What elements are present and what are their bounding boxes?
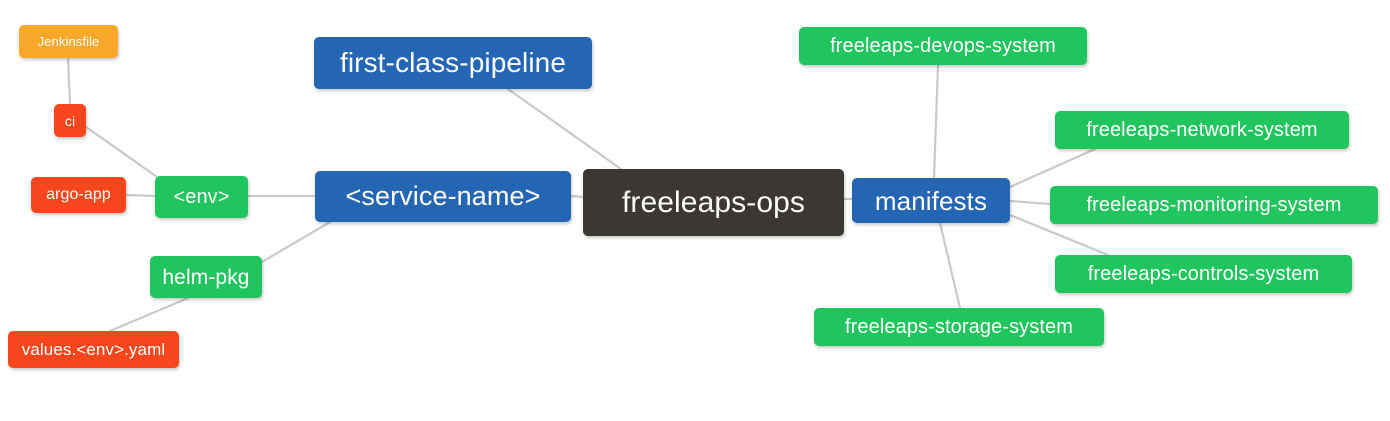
node-label: freeleaps-monitoring-system — [1086, 194, 1342, 216]
node-label: values.<env>.yaml — [21, 340, 166, 359]
edge-manifests-to-freeleaps-network-system — [1008, 147, 1097, 189]
node-jenkinsfile[interactable]: Jenkinsfile — [19, 25, 118, 58]
edge-manifests-to-freeleaps-controls-system — [1008, 213, 1110, 257]
node-ci[interactable]: ci — [54, 104, 86, 137]
edge-manifests-to-freeleaps-monitoring-system — [1008, 199, 1052, 206]
node-freeleaps-devops-system[interactable]: freeleaps-devops-system — [799, 27, 1087, 65]
node-argo-app[interactable]: argo-app — [31, 177, 126, 213]
edge-manifests-to-freeleaps-storage-system — [938, 221, 962, 310]
edge-ci-to-env — [84, 125, 162, 181]
edge-service-name-to-freeleaps-ops — [569, 194, 585, 199]
node-label: argo-app — [46, 186, 111, 203]
node-label: ci — [64, 112, 76, 129]
node-manifests[interactable]: manifests — [852, 178, 1010, 223]
node-env[interactable]: <env> — [155, 176, 248, 218]
node-label: <service-name> — [345, 181, 541, 211]
edge-first-class-pipeline-to-freeleaps-ops — [506, 87, 623, 171]
node-label: helm-pkg — [162, 265, 250, 289]
node-label: freeleaps-controls-system — [1087, 263, 1320, 285]
node-label: freeleaps-devops-system — [830, 35, 1056, 57]
edge-service-name-to-helm-pkg — [260, 220, 332, 264]
edge-jenkinsfile-to-ci — [66, 56, 72, 106]
edge-helm-pkg-to-values-yaml — [108, 296, 190, 333]
node-freeleaps-network-system[interactable]: freeleaps-network-system — [1055, 111, 1349, 149]
edge-manifests-to-freeleaps-devops-system — [932, 63, 940, 180]
node-label: manifests — [874, 185, 988, 216]
node-freeleaps-controls-system[interactable]: freeleaps-controls-system — [1055, 255, 1352, 293]
edge-argo-app-to-env — [124, 193, 157, 198]
node-label: first-class-pipeline — [339, 47, 567, 78]
node-helm-pkg[interactable]: helm-pkg — [150, 256, 262, 298]
node-label: <env> — [173, 186, 230, 208]
node-label: freeleaps-storage-system — [844, 316, 1074, 338]
node-values-yaml[interactable]: values.<env>.yaml — [8, 331, 179, 368]
node-freeleaps-monitoring-system[interactable]: freeleaps-monitoring-system — [1050, 186, 1378, 224]
node-label: Jenkinsfile — [37, 34, 100, 49]
node-label: freeleaps-network-system — [1086, 119, 1318, 141]
node-first-class-pipeline[interactable]: first-class-pipeline — [314, 37, 592, 89]
node-freeleaps-ops[interactable]: freeleaps-ops — [583, 169, 844, 236]
node-label: freeleaps-ops — [621, 185, 806, 219]
node-service-name[interactable]: <service-name> — [315, 171, 571, 222]
node-freeleaps-storage-system[interactable]: freeleaps-storage-system — [814, 308, 1104, 346]
